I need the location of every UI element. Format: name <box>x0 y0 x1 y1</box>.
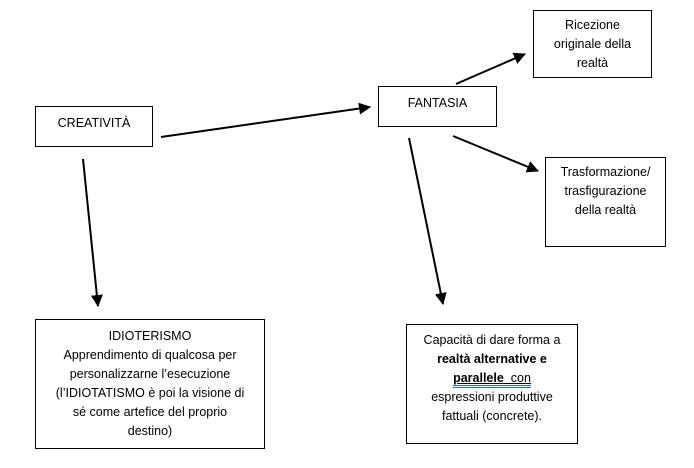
arrow-creativita-to-idioterismo[interactable] <box>82 158 103 307</box>
arrow-fantasia-to-trasformazione[interactable] <box>452 135 539 173</box>
node-trasformazione-label: Trasformazione/ trasfigurazione della re… <box>560 165 651 217</box>
arrow-fantasia-to-ricezione[interactable] <box>455 52 526 85</box>
grammar-underline: parallele con <box>453 371 531 388</box>
node-capacita-con: con <box>503 371 531 385</box>
node-capacita-line3: parallele con <box>407 369 577 388</box>
arrow-creativita-to-fantasia[interactable] <box>160 102 371 138</box>
node-ricezione[interactable]: Ricezione originale della realtà <box>533 10 652 78</box>
node-ricezione-label: Ricezione originale della realtà <box>553 18 632 70</box>
node-capacita-line4: espressioni produttive <box>431 390 553 404</box>
node-idioterismo-label: IDIOTERISMO Apprendimento di qualcosa pe… <box>55 329 245 438</box>
node-capacita[interactable]: Capacità di dare forma a realtà alternat… <box>406 324 578 444</box>
node-creativita-label: CREATIVITÀ <box>57 116 131 130</box>
node-idioterismo[interactable]: IDIOTERISMO Apprendimento di qualcosa pe… <box>35 319 265 449</box>
node-capacita-parallele: parallele <box>453 371 504 385</box>
arrow-fantasia-to-capacita[interactable] <box>408 137 447 305</box>
node-fantasia[interactable]: FANTASIA <box>378 86 497 127</box>
node-capacita-line1: Capacità di dare forma a <box>423 333 561 347</box>
node-capacita-line5: fattuali (concrete). <box>441 409 543 423</box>
node-trasformazione[interactable]: Trasformazione/ trasfigurazione della re… <box>545 157 666 247</box>
node-creativita[interactable]: CREATIVITÀ <box>35 106 153 147</box>
node-fantasia-label: FANTASIA <box>407 96 468 110</box>
node-capacita-line2: realtà alternative e <box>437 352 547 366</box>
